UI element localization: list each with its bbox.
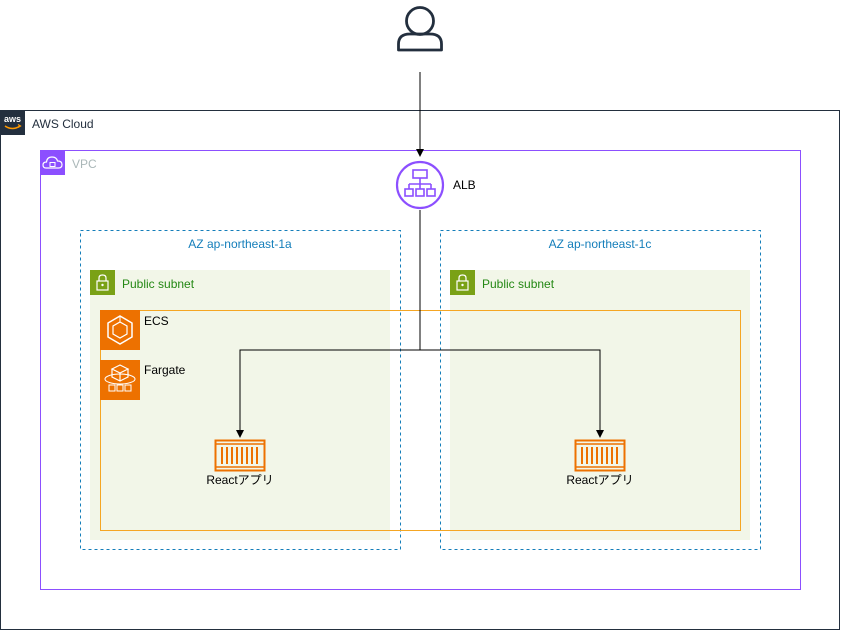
connector-alb-to-containers: [236, 210, 604, 438]
subnet-lock-icon: [450, 270, 475, 295]
container-icon[interactable]: [214, 439, 266, 472]
ecs-icon[interactable]: [100, 310, 140, 350]
az-1c-label: AZ ap-northeast-1c: [548, 237, 652, 251]
vpc-label: VPC: [72, 157, 97, 171]
fargate-label: Fargate: [144, 363, 186, 377]
az-1a-label: AZ ap-northeast-1a: [188, 237, 292, 251]
container-icon[interactable]: [574, 439, 626, 472]
svg-text:aws: aws: [4, 114, 21, 124]
subnet-1c-label: Public subnet: [482, 277, 555, 291]
container-1c-label: Reactアプリ: [566, 473, 634, 487]
subnet-1a-label: Public subnet: [122, 277, 195, 291]
az-1a-group[interactable]: [80, 230, 401, 550]
ecs-label: ECS: [144, 314, 169, 328]
user-icon[interactable]: [397, 6, 443, 52]
az-1c-group[interactable]: [440, 230, 761, 550]
alb-icon[interactable]: [395, 160, 445, 210]
aws-cloud-label: AWS Cloud: [32, 117, 94, 131]
subnet-lock-icon: [90, 270, 115, 295]
vpc-icon: [40, 150, 65, 175]
aws-logo-icon: aws: [0, 110, 25, 135]
alb-label: ALB: [453, 178, 476, 192]
container-1a-label: Reactアプリ: [206, 473, 274, 487]
fargate-icon[interactable]: [100, 360, 140, 400]
